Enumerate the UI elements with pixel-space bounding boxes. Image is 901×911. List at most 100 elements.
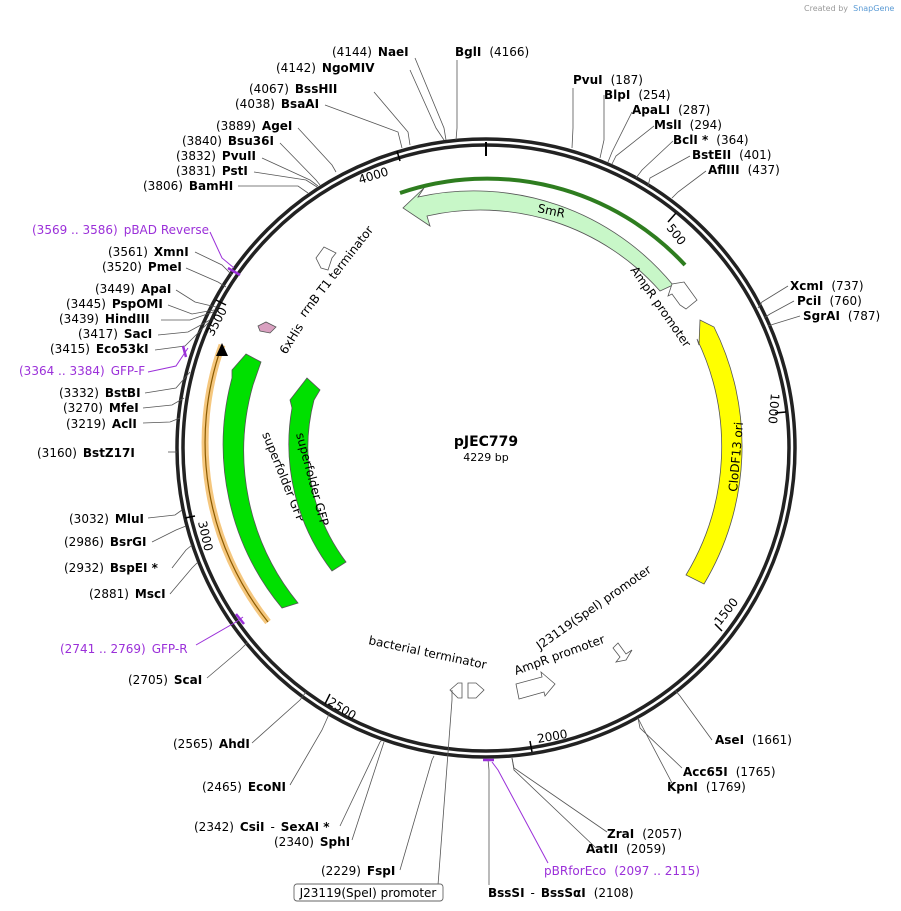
enzyme-pvuii[interactable]: (3832)PvuII (176, 149, 256, 163)
enzyme-mlui[interactable]: (3032)MluI (69, 512, 144, 526)
enzyme-pvui[interactable]: PvuI(187) (573, 73, 643, 87)
enzyme-xcmi[interactable]: XcmI(737) (790, 279, 864, 293)
enzyme-saci[interactable]: (3417)SacI (78, 327, 152, 341)
leader-agei (297, 127, 337, 173)
leader-blpi (599, 95, 605, 159)
enzyme-apali[interactable]: ApaLI(287) (632, 103, 710, 117)
leader-sphi (351, 741, 385, 841)
tick-mark-1000 (774, 411, 787, 414)
bacterial-terminator-arrow-left[interactable] (449, 682, 463, 699)
leader-bstbi (144, 371, 191, 394)
his-tag-arrow[interactable] (257, 321, 277, 334)
enzyme-bamhi[interactable]: (3806)BamHI (143, 179, 233, 193)
bacterial-terminator-arrow-right[interactable] (467, 682, 485, 699)
enzyme-bsrgi[interactable]: (2986)BsrGI (64, 535, 146, 549)
tick-mark-1500 (714, 623, 723, 632)
leader-acc65i (637, 717, 683, 769)
enzyme-pmei[interactable]: (3520)PmeI (102, 260, 182, 274)
enzyme-eco53ki[interactable]: (3415)Eco53kI (50, 342, 149, 356)
enzyme-psti[interactable]: (3831)PstI (176, 164, 248, 178)
enzyme-msli[interactable]: MslI(294) (654, 118, 722, 132)
primer-gfp-r[interactable]: (2741 .. 2769)GFP-R (60, 642, 188, 656)
enzyme-ngo[interactable]: (4142)NgoMIV (276, 61, 375, 75)
enzyme-bstbi[interactable]: (3332)BstBI (59, 386, 141, 400)
leader-bcli (635, 140, 674, 179)
sfgfp-outer-arrow[interactable] (222, 353, 299, 609)
primer-mark-pbad-reverse (227, 266, 241, 277)
clodf13-ori-arrow[interactable] (685, 319, 743, 585)
enzyme-scai[interactable]: (2705)ScaI (128, 673, 202, 687)
enzyme-asei[interactable]: AseI(1661) (715, 733, 792, 747)
enzyme-sphi[interactable]: (2340)SphI (274, 835, 350, 849)
enzyme-aatii[interactable]: AatII(2059) (586, 842, 666, 856)
enzyme-acli[interactable]: (3219)AclI (66, 417, 137, 431)
bacterial-terminator-label: bacterial terminator (367, 633, 488, 672)
sfgfp-outer-line (204, 344, 269, 623)
tick-label-4000: 4000 (357, 165, 390, 187)
ampr-promoter-top-arrow[interactable] (667, 281, 698, 310)
enzyme-bsshii[interactable]: (4067)BssHII (249, 82, 337, 96)
credit-text: Created by SnapGene (804, 0, 894, 15)
tick-mark-2000 (529, 740, 533, 753)
leader-pspomi (167, 304, 215, 315)
enzyme-xmni[interactable]: (3561)XmnI (108, 245, 189, 259)
enzyme-fspi[interactable]: (2229)FspI (321, 864, 395, 878)
enzyme-kpni[interactable]: KpnI(1769) (667, 780, 746, 794)
primer-gfp-f[interactable]: (3364 .. 3384)GFP-F (19, 364, 145, 378)
enzyme-bsu36i[interactable]: (3840)Bsu36I (182, 134, 274, 148)
enzyme-apai[interactable]: (3449)ApaI (95, 282, 171, 296)
enzyme-pcii[interactable]: PciI(760) (797, 294, 862, 308)
enzyme-bgl[interactable]: BglI(4166) (455, 45, 529, 59)
leader-nae (414, 57, 447, 141)
sfgfp-inner-arrow[interactable] (288, 377, 347, 572)
enzyme-aflii[interactable]: AflIII(437) (708, 163, 780, 177)
tick-label-1000: 1000 (765, 393, 782, 425)
ampr-promoter-bottom-arrow[interactable] (515, 670, 556, 700)
rrnb-terminator-arrow[interactable] (315, 246, 337, 271)
tick-mark-3000 (184, 515, 196, 519)
j23119-promoter-arrow[interactable] (612, 642, 633, 663)
leader-bgl (455, 60, 458, 141)
smr-arrow[interactable] (402, 187, 674, 292)
enzyme-zrai[interactable]: ZraI(2057) (607, 827, 682, 841)
leader-pcii (763, 300, 795, 319)
leader-bsrgi (151, 525, 187, 543)
sfgfp-outer-arrowhead (216, 343, 228, 356)
j23119-promoter-box[interactable] (293, 883, 444, 902)
enzyme-msci[interactable]: (2881)MscI (89, 587, 166, 601)
enzyme-blpi[interactable]: BlpI(254) (604, 88, 671, 102)
enzyme-bstz17i[interactable]: (3160)BstZ17I (37, 446, 135, 460)
leader-psti (253, 171, 318, 188)
enzyme-agei[interactable]: (3889)AgeI (216, 119, 292, 133)
leader-sgrai (767, 315, 801, 327)
leader-asei (674, 689, 713, 741)
enzyme-hindiii[interactable]: (3439)HindIII (59, 312, 150, 326)
leader-scai (206, 641, 249, 679)
enzyme-econi[interactable]: (2465)EcoNI (202, 780, 286, 794)
leader-kpni (637, 717, 673, 784)
enzyme-ahdi[interactable]: (2565)AhdI (173, 737, 250, 751)
leader-zrai (511, 757, 608, 833)
enzyme-mfei[interactable]: (3270)MfeI (63, 401, 139, 415)
plasmid-size: 4229 bp (463, 451, 508, 464)
leader-pbad-reverse (209, 231, 235, 269)
rrnb-terminator-label: rrnB T1 terminator (296, 223, 376, 320)
enzyme-bsteii[interactable]: BstEII(401) (692, 148, 771, 162)
enzyme-nae[interactable]: (4144)NaeI (332, 45, 409, 59)
enzyme-bspei[interactable]: (2932)BspEI * (64, 561, 159, 575)
leader-gfp-f (147, 347, 189, 373)
enzyme-csii-sexai[interactable]: (2342)CsiI-SexAI * (194, 820, 330, 834)
enzyme-pspomi[interactable]: (3445)PspOMI (66, 297, 163, 311)
enzyme-bsssi-bsssai[interactable]: BssSI-BssSαI(2108) (488, 886, 634, 900)
leader-saci (157, 319, 211, 336)
leader-pbrforeco (491, 761, 549, 864)
enzyme-acc65i[interactable]: Acc65I(1765) (683, 765, 776, 779)
leader-econi (289, 711, 331, 786)
enzyme-bsaai[interactable]: (4038)BsaAI (235, 97, 319, 111)
leader-pvui (571, 88, 574, 149)
enzyme-bcli[interactable]: BclI *(364) (673, 133, 749, 147)
primer-pbad-reverse[interactable]: (3569 .. 3586)pBAD Reverse (32, 223, 209, 237)
primer-pbrforeco[interactable]: pBRforEco(2097 .. 2115) (544, 864, 700, 878)
leader-bsshii (373, 91, 411, 146)
enzyme-sgrai[interactable]: SgrAI(787) (803, 309, 880, 323)
